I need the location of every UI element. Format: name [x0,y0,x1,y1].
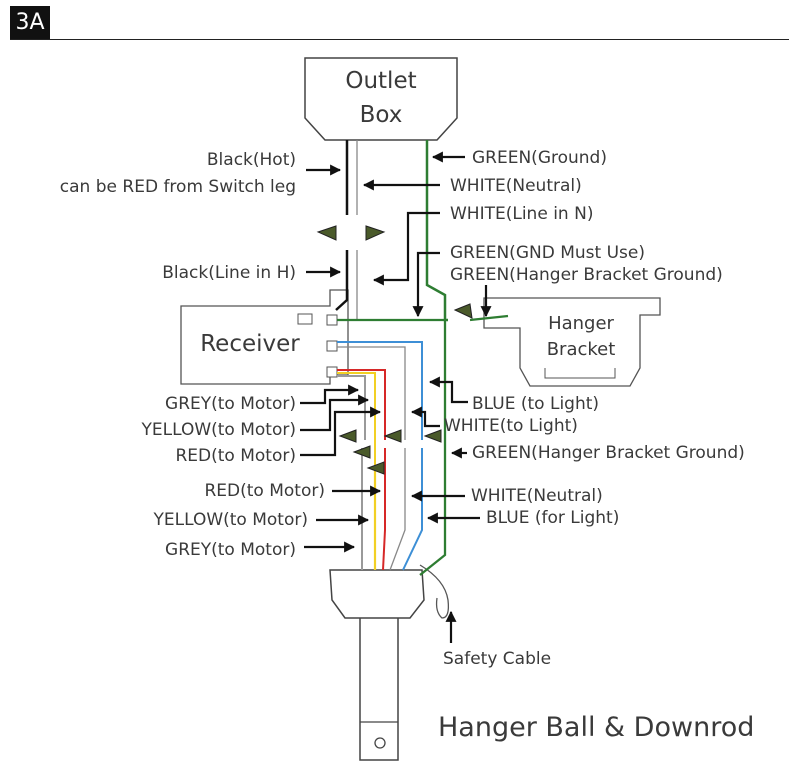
label-black-hot: Black(Hot) [207,150,296,170]
label-yellow-motor-1: YELLOW(to Motor) [140,420,296,440]
label-white-light: WHITE(to Light) [444,416,578,436]
arrow-green-gnd-must [412,251,440,318]
outlet-box-label-2: Box [360,102,403,128]
label-white-line-n: WHITE(Line in N) [450,204,593,224]
receiver-terminal-1 [326,314,338,326]
label-red-motor-2: RED(to Motor) [204,481,325,501]
arrow-yellow-motor-1 [300,394,370,432]
downrod-hole [374,737,386,749]
header-rule [10,39,789,40]
arrow-red-motor-1 [300,406,382,457]
downrod [359,618,399,761]
wire-white-neutral [389,448,406,571]
arrow-grey-motor-1 [300,384,360,405]
wire-red-motor-low [382,448,386,571]
label-white-neutral-top: WHITE(Neutral) [450,176,582,196]
hanger-bracket-label-1: Hanger [548,313,614,334]
arrow-white-light [410,406,440,428]
label-safety-cable: Safety Cable [443,649,551,669]
receiver-label: Receiver [200,331,300,357]
outlet-box-label-1: Outlet [345,68,416,94]
wire-nut-4 [338,429,357,443]
arrow-white-line-n [372,211,440,286]
wire-nut-8 [366,461,385,475]
label-yellow-motor-2: YELLOW(to Motor) [152,510,308,530]
wire-nut-5 [383,429,402,443]
wire-nut-6 [423,429,442,443]
wire-grey-motor [337,375,366,440]
label-white-neutral-low: WHITE(Neutral) [471,486,603,506]
hanger-ball [329,569,425,619]
label-green-hanger-mid: GREEN(Hanger Bracket Ground) [472,443,745,463]
hanger-bracket-label-2: Bracket [547,339,616,360]
label-grey-motor-2: GREY(to Motor) [165,540,296,560]
label-red-motor-1: RED(to Motor) [175,446,296,466]
label-grey-motor-1: GREY(to Motor) [165,394,296,414]
label-blue-for-light: BLUE (for Light) [486,508,619,528]
wire-nut-7 [352,445,371,459]
wire-nut-3 [453,303,473,319]
wire-nut-1 [316,225,337,241]
label-black-line-h: Black(Line in H) [162,263,296,283]
wire-blue-light [337,341,423,440]
wire-black-line-h [335,250,349,311]
label-green-ground: GREEN(Ground) [472,148,607,168]
wire-nut-2 [365,225,386,241]
receiver-led [297,313,313,325]
step-badge: 3A [10,6,50,39]
label-blue-light: BLUE (to Light) [472,394,599,414]
wire-yellow-motor [337,372,376,465]
hanger-bracket [483,297,661,387]
label-green-gnd-must: GREEN(GND Must Use) [450,243,645,263]
receiver-terminal-2 [326,340,338,352]
wire-green-hanger [469,314,509,322]
label-red-switch: can be RED from Switch leg [60,177,296,197]
wire-white-light [337,346,406,440]
wire-green-supply [425,140,448,322]
diagram-title: Hanger Ball & Downrod [438,712,754,743]
wire-red-motor [337,369,386,440]
receiver-terminal-3 [326,366,338,378]
wire-green-down [419,320,447,576]
outlet-box [304,57,458,141]
arrow-blue-light [428,376,468,404]
label-green-hanger-top: GREEN(Hanger Bracket Ground) [450,265,723,285]
wire-blue-for-light [402,448,423,571]
